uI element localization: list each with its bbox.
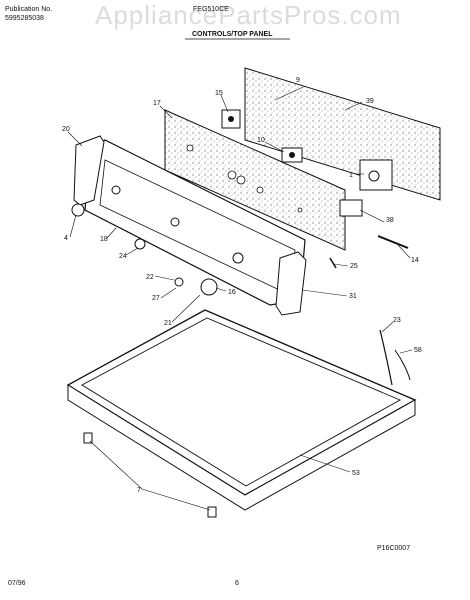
callout-label: 14	[411, 257, 419, 264]
callout-label: 21	[164, 320, 172, 327]
callout-label: 25	[350, 263, 358, 270]
publication-number: 5995285038	[5, 15, 44, 22]
callout-label: 4	[64, 235, 68, 242]
callout-label: 10	[257, 137, 265, 144]
callout-label: 24	[119, 253, 127, 260]
callout-label: 23	[393, 317, 401, 324]
print-date: 07/96	[8, 580, 26, 587]
leader-lines	[67, 86, 413, 511]
watermark: AppliancePartsPros.com	[95, 0, 402, 30]
model-number: FEG510CE	[193, 6, 229, 13]
drawing-code: P16C0007	[377, 545, 411, 552]
console-hole	[232, 252, 244, 264]
callout-label: 58	[414, 347, 422, 354]
callout-label: 27	[152, 295, 160, 302]
callout-label: 18	[100, 236, 108, 243]
wire-lead	[394, 349, 411, 381]
hinge-part	[207, 506, 217, 518]
end-cap-left	[73, 135, 105, 206]
timer-dial	[368, 170, 380, 182]
callout-label: 1	[349, 172, 353, 179]
callout-label: 39	[366, 98, 374, 105]
callout-label: 16	[228, 289, 236, 296]
page-number: 6	[235, 580, 239, 587]
hinge-part	[83, 432, 93, 444]
buzzer-dot	[289, 152, 295, 158]
harness-wire	[377, 235, 409, 249]
console-hole	[111, 185, 121, 195]
top-panel-edge	[67, 384, 416, 511]
top-panel	[66, 309, 417, 496]
knob-part	[71, 203, 85, 217]
console-hole	[170, 217, 180, 227]
panel-holes	[186, 144, 303, 213]
switch-knob	[228, 116, 234, 122]
end-cap-right	[275, 251, 307, 316]
callout-label: 7	[137, 487, 141, 494]
push-button	[174, 277, 184, 287]
timer-knob	[200, 278, 218, 296]
section-title: CONTROLS/TOP PANEL	[192, 31, 273, 38]
callout-label: 20	[62, 126, 70, 133]
callout-label: 15	[215, 90, 223, 97]
callout-label: 38	[386, 217, 394, 224]
knob-part	[134, 238, 146, 250]
control-panel-back	[164, 109, 346, 251]
callout-label: 53	[352, 470, 360, 477]
callout-label: 9	[296, 77, 300, 84]
timer-part	[359, 159, 393, 191]
publication-label: Publication No.	[5, 6, 53, 13]
bracket-part	[339, 199, 363, 217]
top-panel-inner	[81, 317, 402, 487]
screw-part	[329, 257, 337, 269]
wire-harness	[379, 329, 393, 386]
callout-labels: 9 39 15 17 10 20 1 38 14 25 4 18 24 22 2…	[62, 77, 422, 494]
callout-label: 22	[146, 274, 154, 281]
callout-label: 17	[153, 100, 161, 107]
callout-label: 31	[349, 293, 357, 300]
